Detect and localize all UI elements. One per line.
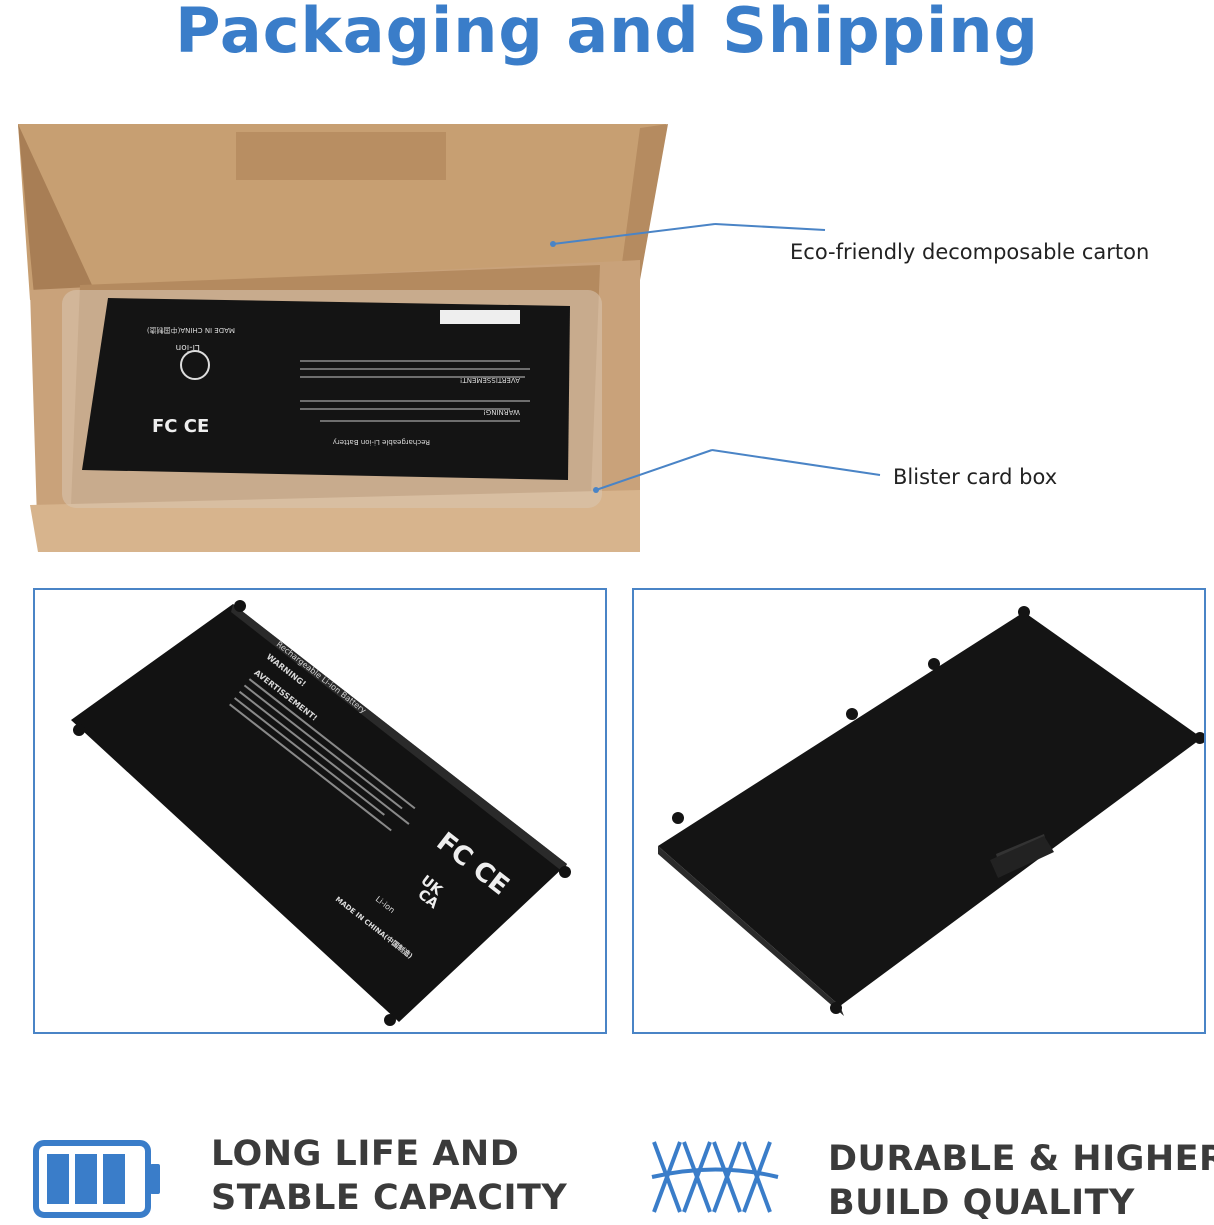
carton-photo: Rechargeable Li-ion Battery WARNING! AVE…: [18, 124, 881, 552]
blister-callout: Blister card box: [893, 465, 1058, 489]
battery-back-image: [658, 606, 1204, 1016]
feature-durable-line1: DURABLE & HIGHER: [828, 1139, 1214, 1179]
feature-long-life-line2: STABLE CAPACITY: [211, 1178, 568, 1218]
battery-madein-text: MADE IN CHINA(中国制造): [147, 326, 235, 335]
battery-warning-text: WARNING!: [483, 408, 520, 416]
svg-text:FC CE: FC CE: [152, 416, 209, 437]
carton-callout: Eco-friendly decomposable carton: [790, 240, 1150, 264]
battery-product-text: Rechargeable Li-ion Battery: [333, 438, 430, 446]
feature-durable-line2: BUILD QUALITY: [828, 1183, 1135, 1223]
feature-long-life: LONG LIFE AND STABLE CAPACITY: [211, 1132, 567, 1220]
page-title: Packaging and Shipping: [175, 0, 1039, 67]
battery-icon: [33, 1140, 160, 1218]
feature-long-life-line1: LONG LIFE AND: [211, 1134, 520, 1174]
battery-avert-text: AVERTISSEMENT!: [460, 376, 520, 384]
battery-front-image: Rechargeable Li-ion Battery WARNING! AVE…: [71, 600, 571, 1026]
coil-icon: [651, 1141, 779, 1213]
feature-durable: DURABLE & HIGHER BUILD QUALITY: [828, 1137, 1214, 1225]
battery-back-panel: [632, 588, 1206, 1034]
battery-in-box: Rechargeable Li-ion Battery WARNING! AVE…: [82, 298, 570, 480]
battery-liion-text: Li-ion: [176, 342, 200, 352]
battery-front-panel: Rechargeable Li-ion Battery WARNING! AVE…: [33, 588, 607, 1034]
